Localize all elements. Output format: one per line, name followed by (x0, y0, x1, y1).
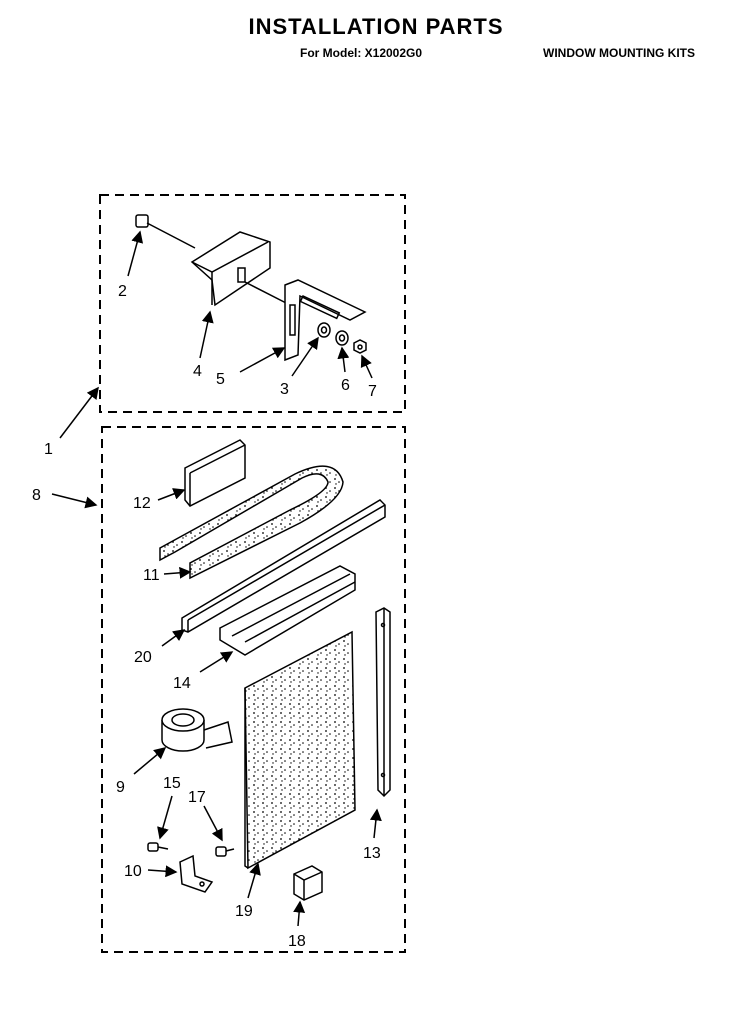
leader-5 (239, 347, 286, 373)
label-part-11: 11 (143, 567, 160, 584)
label-part-3: 3 (280, 381, 289, 398)
strip-part-13 (375, 607, 391, 798)
washer-part-3 (317, 322, 331, 338)
leader-2 (127, 230, 144, 277)
leader-13 (369, 808, 382, 839)
leader-14 (199, 651, 234, 673)
label-part-10: 10 (124, 863, 142, 880)
foam-part-12 (184, 439, 246, 507)
leader-6 (337, 346, 350, 373)
leader-8 (51, 493, 98, 509)
label-part-13: 13 (363, 845, 381, 862)
leader-10 (147, 865, 178, 878)
rail-part-14 (219, 565, 356, 656)
model-line: For Model: X12002G0 (300, 46, 423, 60)
label-part-18: 18 (288, 933, 306, 950)
lockwasher-part-6 (335, 330, 349, 346)
label-part-8: 8 (32, 487, 41, 504)
panel-part-19 (244, 630, 356, 870)
label-part-1: 1 (44, 441, 53, 458)
clip-part-10 (179, 854, 214, 893)
page-title: INSTALLATION PARTS (248, 14, 504, 39)
leader-7 (360, 354, 373, 379)
label-part-7: 7 (368, 383, 377, 400)
leader-9 (133, 747, 167, 775)
screw-part-15 (147, 842, 169, 852)
tape-part-9 (161, 708, 233, 752)
label-part-19: 19 (235, 903, 253, 920)
label-part-2: 2 (118, 283, 127, 300)
leader-12 (157, 488, 186, 501)
upper-kit-box (99, 194, 406, 413)
label-part-6: 6 (341, 377, 350, 394)
bracket-part-4 (190, 231, 291, 307)
label-part-4: 4 (193, 363, 202, 380)
label-part-12: 12 (133, 495, 151, 512)
label-part-17: 17 (188, 789, 206, 806)
label-part-15: 15 (163, 775, 181, 792)
leader-19 (247, 862, 261, 899)
leader-17 (203, 805, 223, 842)
leader-20 (161, 629, 186, 647)
label-part-14: 14 (173, 675, 191, 692)
section-label: WINDOW MOUNTING KITS (543, 46, 695, 60)
frame-part-5 (284, 279, 367, 362)
screw-part-2 (135, 214, 196, 249)
seal-part-11 (159, 465, 344, 580)
leader-18 (293, 900, 306, 927)
leader-15 (157, 795, 173, 840)
label-part-9: 9 (116, 779, 125, 796)
leader-4 (199, 310, 214, 359)
leader-1 (59, 386, 99, 439)
lower-kit-box (101, 426, 406, 953)
screw-part-17 (215, 846, 235, 857)
label-part-20: 20 (134, 649, 152, 666)
label-part-5: 5 (216, 371, 225, 388)
block-part-18 (293, 865, 323, 901)
leader-11 (163, 566, 192, 579)
leader-3 (291, 336, 319, 377)
nut-part-7 (353, 339, 367, 354)
